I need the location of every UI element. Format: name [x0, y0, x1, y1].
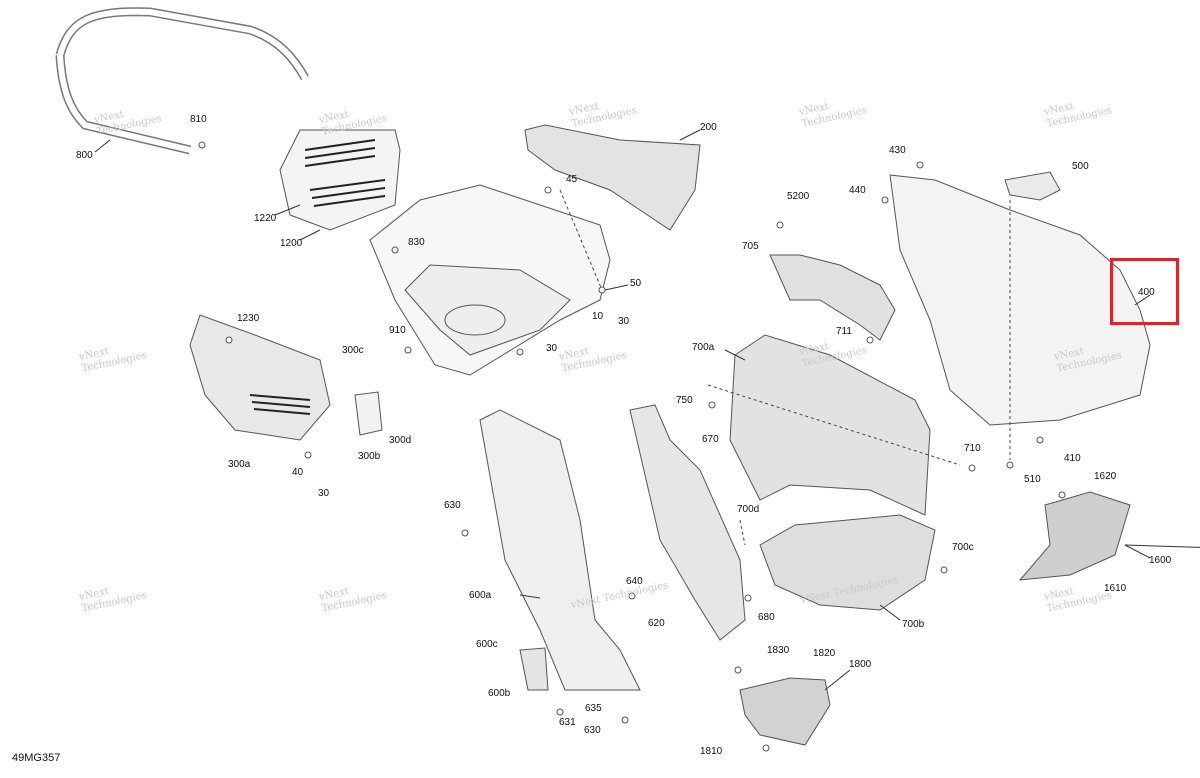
callout-300b[interactable]: 300b [358, 451, 381, 462]
callout-670[interactable]: 670 [702, 434, 719, 445]
callout-400[interactable]: 400 [1138, 287, 1155, 298]
callout-1810[interactable]: 1810 [700, 746, 723, 757]
callout-700d[interactable]: 700d [737, 504, 760, 515]
part-1200-vent-panel[interactable] [279, 129, 401, 231]
part-1600-bracket[interactable] [1018, 491, 1131, 581]
part-storage-bin[interactable] [369, 184, 611, 376]
callout-810[interactable]: 810 [190, 114, 207, 125]
callout-45[interactable]: 45 [566, 174, 578, 185]
callout-40[interactable]: 40 [292, 467, 304, 478]
callout-750[interactable]: 750 [676, 395, 693, 406]
callout-500[interactable]: 500 [1072, 161, 1089, 172]
callout-440[interactable]: 440 [849, 185, 866, 196]
callout-800[interactable]: 800 [76, 150, 93, 161]
callout-600c[interactable]: 600c [476, 639, 498, 650]
callout-510[interactable]: 510 [1024, 474, 1041, 485]
callout-710[interactable]: 710 [964, 443, 981, 454]
callout-30[interactable]: 30 [318, 488, 330, 499]
part-300a-lower-panel[interactable] [189, 314, 383, 441]
leader-lines [94, 129, 1200, 691]
callout-1620[interactable]: 1620 [1094, 471, 1117, 482]
callout-1230[interactable]: 1230 [237, 313, 260, 324]
callout-30[interactable]: 30 [618, 316, 630, 327]
callout-1200[interactable]: 1200 [280, 238, 303, 249]
part-700a-panel[interactable] [729, 334, 931, 516]
part-400-side-body[interactable] [889, 171, 1151, 426]
callout-410[interactable]: 410 [1064, 453, 1081, 464]
callout-630[interactable]: 630 [444, 500, 461, 511]
callout-910[interactable]: 910 [389, 325, 406, 336]
part-700b-tray[interactable] [759, 514, 936, 611]
callout-1820[interactable]: 1820 [813, 648, 836, 659]
part-1800-bracket[interactable] [739, 677, 831, 746]
part-670-side-panel[interactable] [629, 404, 746, 641]
part-705-bracket[interactable] [769, 254, 896, 341]
fasteners [198, 141, 1066, 752]
callout-5200[interactable]: 5200 [787, 191, 810, 202]
callout-700c[interactable]: 700c [952, 542, 974, 553]
callout-680[interactable]: 680 [758, 612, 775, 623]
callout-635[interactable]: 635 [585, 703, 602, 714]
callout-700a[interactable]: 700a [692, 342, 715, 353]
callout-30[interactable]: 30 [546, 343, 558, 354]
callout-300d[interactable]: 300d [389, 435, 412, 446]
callout-10[interactable]: 10 [592, 311, 604, 322]
callout-1830[interactable]: 1830 [767, 645, 790, 656]
part-600a-side-panel[interactable] [479, 409, 641, 691]
highlight-box [1110, 258, 1179, 325]
callout-200[interactable]: 200 [700, 122, 717, 133]
document-code: 49MG357 [12, 752, 61, 764]
callout-1610[interactable]: 1610 [1104, 583, 1127, 594]
callout-640[interactable]: 640 [626, 576, 643, 587]
callout-600a[interactable]: 600a [469, 590, 492, 601]
callout-600b[interactable]: 600b [488, 688, 511, 699]
callout-50[interactable]: 50 [630, 278, 642, 289]
part-200-bracket[interactable] [524, 124, 701, 231]
callout-300a[interactable]: 300a [228, 459, 251, 470]
callout-1800[interactable]: 1800 [849, 659, 872, 670]
callout-705[interactable]: 705 [742, 241, 759, 252]
assembly-lines [559, 189, 1011, 546]
callout-1220[interactable]: 1220 [254, 213, 277, 224]
callout-631[interactable]: 631 [559, 717, 576, 728]
callout-630[interactable]: 630 [584, 725, 601, 736]
callout-300c[interactable]: 300c [342, 345, 364, 356]
callout-700b[interactable]: 700b [902, 619, 925, 630]
callout-1600[interactable]: 1600 [1149, 555, 1172, 566]
callout-711[interactable]: 711 [836, 326, 852, 337]
callout-430[interactable]: 430 [889, 145, 906, 156]
callout-620[interactable]: 620 [648, 618, 665, 629]
part-800-handle[interactable] [55, 7, 309, 155]
callout-830[interactable]: 830 [408, 237, 425, 248]
